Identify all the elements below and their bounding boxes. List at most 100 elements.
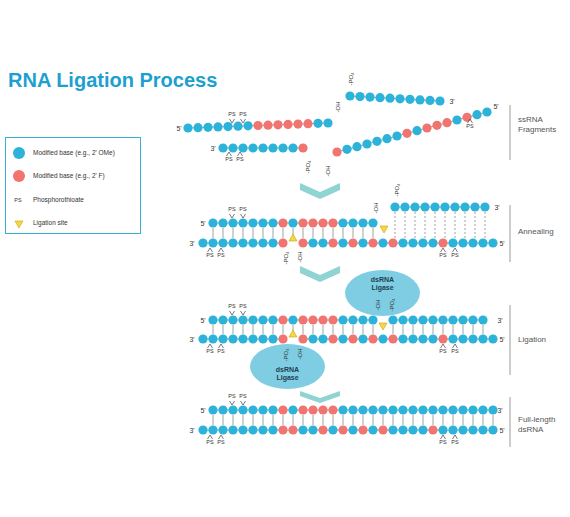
modified-base bbox=[400, 202, 409, 211]
base-pair-line bbox=[413, 325, 414, 334]
base-pair-line bbox=[213, 228, 214, 238]
base-pair-line bbox=[263, 325, 264, 334]
modified-base bbox=[258, 218, 267, 227]
base-pair-line bbox=[353, 228, 354, 238]
modified-base bbox=[348, 315, 357, 324]
modified-base bbox=[238, 425, 247, 434]
base-pair-line bbox=[263, 228, 264, 238]
strand-label: 3' bbox=[189, 240, 194, 247]
legend-text: Modified base (e.g., 2' F) bbox=[33, 172, 105, 179]
base-pair-line bbox=[253, 325, 254, 334]
modified-base bbox=[308, 218, 317, 227]
base-pair-line bbox=[283, 228, 284, 238]
modified-base bbox=[438, 405, 447, 414]
strand-label: -PO₄ bbox=[389, 298, 395, 311]
phosphorothioate-label: PS bbox=[228, 304, 235, 310]
modified-base bbox=[398, 238, 407, 247]
modified-base bbox=[208, 334, 217, 343]
phosphorothioate-label: PS bbox=[239, 304, 246, 310]
strand-label: 5' bbox=[200, 407, 205, 414]
base-pair-line bbox=[223, 415, 224, 425]
modified-base bbox=[298, 405, 307, 414]
phosphorothioate-mark bbox=[468, 119, 473, 123]
strand-label: 3' bbox=[494, 204, 499, 211]
modified-base bbox=[198, 334, 207, 343]
modified-base bbox=[278, 143, 287, 152]
stage-bar bbox=[510, 397, 511, 447]
base-pair-line bbox=[463, 325, 464, 334]
ligation-site bbox=[15, 221, 23, 228]
base-pair-line bbox=[363, 228, 364, 238]
legend-row: Phosphorothioate bbox=[6, 193, 140, 207]
strand-label: 3' bbox=[497, 317, 502, 324]
base-pair-line bbox=[293, 415, 294, 425]
modified-base bbox=[258, 405, 267, 414]
phosphorothioate-mark bbox=[453, 248, 458, 252]
legend-text: Ligation site bbox=[33, 219, 68, 226]
modified-base bbox=[198, 425, 207, 434]
modified-base bbox=[213, 122, 222, 131]
modified-base bbox=[238, 218, 247, 227]
phosphorothioate-mark bbox=[208, 435, 213, 439]
modified-base bbox=[418, 334, 427, 343]
modified-base bbox=[338, 425, 347, 434]
modified-base bbox=[238, 238, 247, 247]
phosphorothioate-label: PS bbox=[217, 349, 224, 355]
modified-base bbox=[458, 334, 467, 343]
modified-base bbox=[228, 143, 237, 152]
backbone bbox=[337, 112, 487, 152]
base-pair-line bbox=[405, 212, 406, 238]
modified-base bbox=[405, 95, 414, 104]
modified-base bbox=[338, 334, 347, 343]
modified-base bbox=[248, 405, 257, 414]
modified-base bbox=[318, 425, 327, 434]
modified-base bbox=[385, 94, 394, 103]
modified-base bbox=[488, 334, 497, 343]
modified-base bbox=[398, 334, 407, 343]
modified-base bbox=[425, 96, 434, 105]
strand-label: -PO₄ bbox=[305, 160, 311, 173]
modified-base bbox=[440, 202, 449, 211]
modified-base bbox=[388, 315, 397, 324]
modified-base bbox=[358, 218, 367, 227]
modified-base bbox=[248, 315, 257, 324]
modified-base bbox=[428, 315, 437, 324]
strand-label: 3' bbox=[497, 407, 502, 414]
base-pair-line bbox=[323, 228, 324, 238]
modified-base bbox=[238, 334, 247, 343]
base-pair-line bbox=[213, 325, 214, 334]
modified-base bbox=[452, 115, 461, 124]
legend-row: Ligation site bbox=[6, 216, 140, 230]
base-pair-line bbox=[313, 228, 314, 238]
base-pair-line bbox=[253, 415, 254, 425]
step-chevron bbox=[300, 183, 340, 199]
modified-base bbox=[208, 218, 217, 227]
base-pair-line bbox=[433, 325, 434, 334]
strand-label: 5' bbox=[499, 336, 504, 343]
phosphorothioate-mark bbox=[230, 214, 235, 218]
modified-base bbox=[438, 238, 447, 247]
phosphorothioate-label: PS bbox=[228, 394, 235, 400]
modified-base bbox=[248, 334, 257, 343]
modified-base bbox=[332, 147, 341, 156]
base-pair-line bbox=[393, 415, 394, 425]
base-pair-line bbox=[343, 325, 344, 334]
modified-base bbox=[448, 334, 457, 343]
modified-base bbox=[318, 315, 327, 324]
modified-base bbox=[368, 218, 377, 227]
legend-row: Modified base (e.g., 2' OMe) bbox=[6, 146, 140, 160]
modified-base bbox=[395, 94, 404, 103]
legend-box: Modified base (e.g., 2' OMe) Modified bas… bbox=[5, 137, 141, 234]
phosphorothioate-label: PS bbox=[14, 198, 21, 204]
stage-label: Annealing bbox=[518, 227, 566, 237]
modified-base bbox=[258, 334, 267, 343]
modified-base bbox=[208, 315, 217, 324]
base-pair-line bbox=[233, 228, 234, 238]
modified-base bbox=[268, 238, 277, 247]
strand-label: -OH bbox=[335, 102, 341, 113]
phosphorothioate-label: PS bbox=[225, 157, 232, 163]
modified-base bbox=[228, 218, 237, 227]
modified-base bbox=[238, 315, 247, 324]
modified-base bbox=[248, 425, 257, 434]
phosphorothioate-mark bbox=[453, 344, 458, 348]
